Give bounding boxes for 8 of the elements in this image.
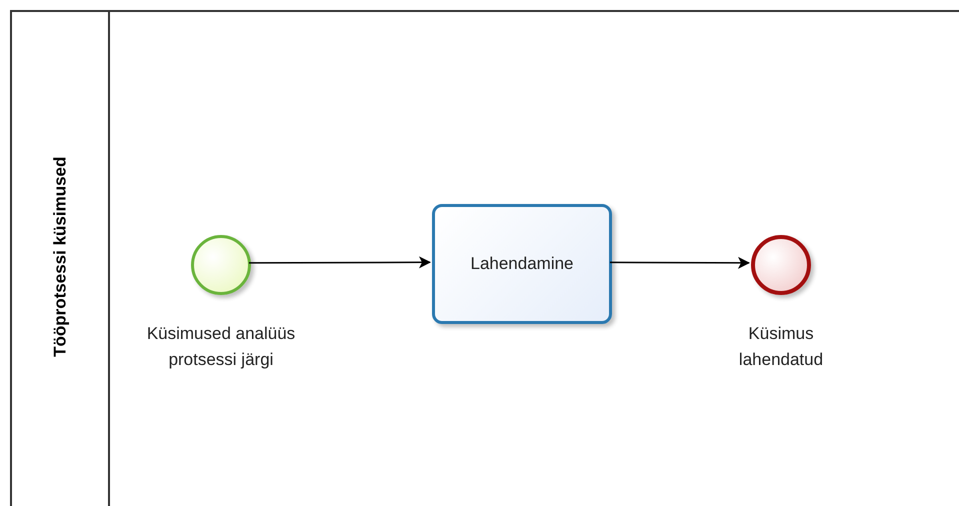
pool-lane	[10, 10, 959, 506]
sequence-flow-arrow	[610, 256, 750, 269]
sequence-flow-arrow	[249, 256, 431, 268]
task-box	[432, 204, 612, 324]
lane-title: Tööprotsessi küsimused	[49, 156, 70, 358]
event-label: Küsimused analüüs protsessi järgi	[146, 323, 296, 371]
event-label: Küsimus lahendatud	[738, 323, 824, 371]
task-label: Lahendamine	[470, 253, 574, 276]
